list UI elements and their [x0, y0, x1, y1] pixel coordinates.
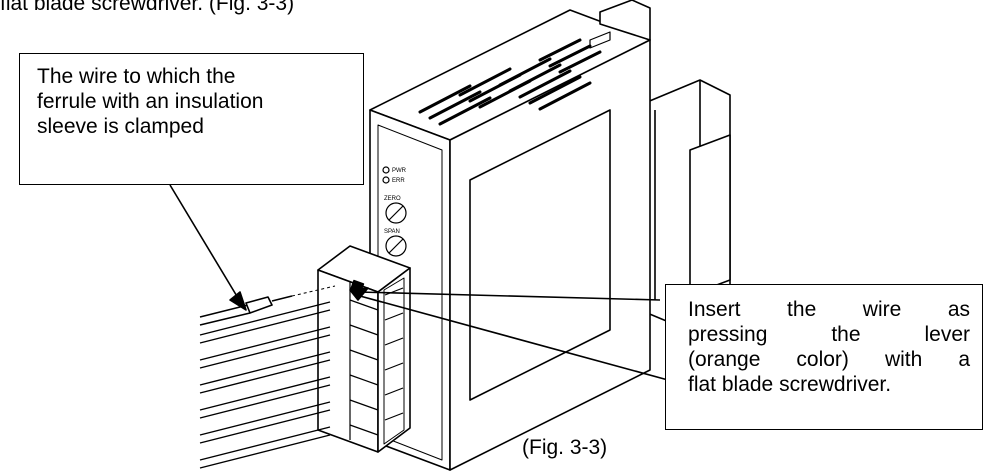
arrowhead-right — [349, 287, 369, 301]
callout-right-line: Insert the wire as — [688, 298, 970, 321]
led-label-err: ERR — [392, 178, 405, 184]
callout-right-line: (orange color) with a — [688, 348, 970, 371]
callout-left-line: The wire to which the — [37, 65, 236, 88]
intro-text-fragment: flat blade screwdriver. (Fig. 3-3) — [0, 0, 295, 15]
callout-left-line: sleeve is clamped — [37, 115, 204, 138]
knob-label-span: SPAN — [384, 229, 400, 235]
callout-right-line: flat blade screwdriver. — [688, 373, 892, 396]
wires — [199, 301, 331, 469]
vent-slots — [418, 38, 602, 126]
figure-label: (Fig. 3-3) — [522, 436, 608, 459]
ferrule-wire — [199, 285, 336, 326]
terminal-block — [317, 245, 411, 453]
insert-wire-callout: Insert the wire as pressing the lever (o… — [665, 284, 983, 430]
arrowhead-left — [229, 291, 247, 311]
din-rail — [639, 79, 731, 336]
callout-left-line: ferrule with an insulation — [37, 90, 264, 113]
leader-lines — [169, 184, 669, 381]
led-label-pwr: PWR — [392, 168, 407, 174]
callout-right-line: pressing the lever — [688, 323, 970, 346]
front-indicators — [382, 166, 407, 257]
module-body — [369, 0, 651, 471]
ferrule-wire-callout: The wire to which the ferrule with an in… — [19, 53, 364, 185]
knob-label-zero: ZERO — [384, 196, 401, 202]
